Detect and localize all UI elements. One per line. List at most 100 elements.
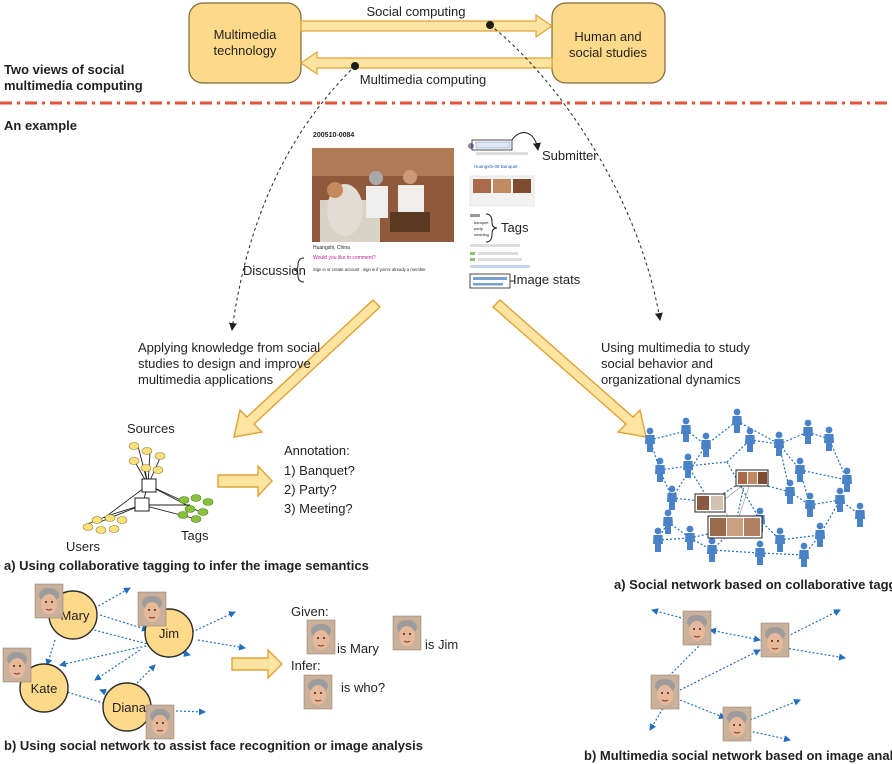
given-label: Given: [291,604,329,619]
header-section: Multimedia technology Human and social s… [4,2,666,93]
person-icon [645,427,655,452]
face-thumbnail-jim [137,591,167,627]
human-social-studies-box [551,2,666,84]
discussion-brace [293,257,305,283]
person-icon [855,502,865,527]
person-icon [785,479,795,504]
name-kate: Kate [31,681,58,696]
tags-graph-label: Tags [181,528,209,543]
diagonal-arrow-right [491,299,647,438]
multimedia-computing-arrow [299,50,553,76]
given-jim-text: is Jim [425,637,458,652]
annotation-title: Annotation: [284,443,350,458]
name-mary: Mary [61,608,90,623]
person-icon [815,522,825,547]
face-thumbnail [760,622,790,658]
face-thumbnail-mary [34,583,64,619]
sidebar-tag-3: wedding [474,232,489,237]
tags-label: Tags [501,220,529,235]
sources-label: Sources [127,421,175,436]
social-network-caption: a) Social network based on collaborative… [614,577,892,592]
node-kate [19,663,69,713]
discussion-prompt-text: Would you like to comment? [313,255,376,261]
annotation-1: 1) Banquet? [284,463,355,478]
infer-question: is who? [341,680,385,695]
side-title-line1: Two views of social [4,62,124,77]
submitter-label: Submitter [542,148,598,163]
human-social-studies-label-line2: social studies [569,45,648,60]
face-thumbnail [722,706,752,742]
photo-location-text: Huangshi, China [313,245,350,251]
submitter-box [471,139,513,151]
person-icon [799,542,809,567]
annotation-2: 2) Party? [284,482,337,497]
left-caption-line1: Applying knowledge from social [138,340,320,355]
tagging-caption: a) Using collaborative tagging to infer … [4,558,369,573]
face-thumbnail-diana [145,704,175,740]
multimedia-technology-box [188,2,302,84]
sidebar-tag-1: banquet [474,220,489,225]
source-nodes [128,442,166,474]
right-caption-line1: Using multimedia to study [601,340,750,355]
person-icon [824,426,834,451]
collaborative-tagging-graph: Sources [4,421,369,573]
left-caption-line2: studies to design and improve [138,356,311,371]
person-icon [775,527,785,552]
person-icon [683,453,693,478]
multimedia-social-network: b) Multimedia social network based on im… [584,608,892,763]
user-nodes [82,514,128,534]
users-label: Users [66,539,100,554]
discussion-label: Discussion [243,263,306,278]
given-face-jim [392,615,422,651]
image-stats-label: Image stats [513,272,581,287]
given-mary-text: is Mary [337,641,379,656]
person-icon [681,417,691,442]
tag-nodes [177,494,214,523]
resource-node-2 [134,497,150,512]
right-caption-line3: organizational dynamics [601,372,741,387]
example-label: An example [4,118,77,133]
person-icon [774,431,784,456]
name-diana: Diana [112,700,147,715]
multimedia-computing-label: Multimedia computing [360,72,486,87]
name-jim: Jim [159,626,179,641]
annotation-3: 3) Meeting? [284,501,353,516]
person-icon [732,408,742,433]
diagonal-arrow-left [233,299,382,438]
multimedia-technology-label-line1: Multimedia [214,27,278,42]
photo-thumbnail [694,493,726,513]
person-icon [707,537,717,562]
left-caption-line3: multimedia applications [138,372,274,387]
infer-label: Infer: [291,658,321,673]
inference-arrow [231,648,283,680]
human-social-studies-label-line1: Human and [574,29,641,44]
person-icon [745,427,755,452]
social-computing-label: Social computing [367,4,466,19]
side-title-line2: multimedia computing [4,78,143,93]
collaborative-social-network: a) Social network based on collaborative… [614,408,892,592]
face-network-caption: b) Using social network to assist face r… [4,738,423,753]
sidebar-tag-2: party [474,226,483,231]
person-icon [685,525,695,550]
photo-thumbnail [707,515,763,539]
submitter-callout-line [511,132,541,151]
person-icon [795,457,805,482]
right-caption-line2: social behavior and [601,356,713,371]
example-web-page: 200510-0084 Huangshi, China Would you li… [243,125,598,290]
person-icon [663,509,673,534]
resource-node-1 [141,478,157,493]
sidebar-thumb-title: Huangshi-08 Banquet [474,164,518,169]
social-computing-arrow [300,13,554,39]
person-icon [755,540,765,565]
photo-id-text: 200510-0084 [313,132,354,139]
infer-face [303,674,333,710]
image-stats-box [469,273,511,289]
person-icon [701,432,711,457]
multimedia-technology-label-line2: technology [214,43,277,58]
photo-thumbnail [735,469,769,487]
given-face-mary [306,619,336,655]
face-network: Mary Jim Kate Diana Given: is Mary is Ji… [2,583,458,753]
signin-text: Sign in or create account · sign in if y… [313,267,426,272]
person-icon [835,487,845,512]
